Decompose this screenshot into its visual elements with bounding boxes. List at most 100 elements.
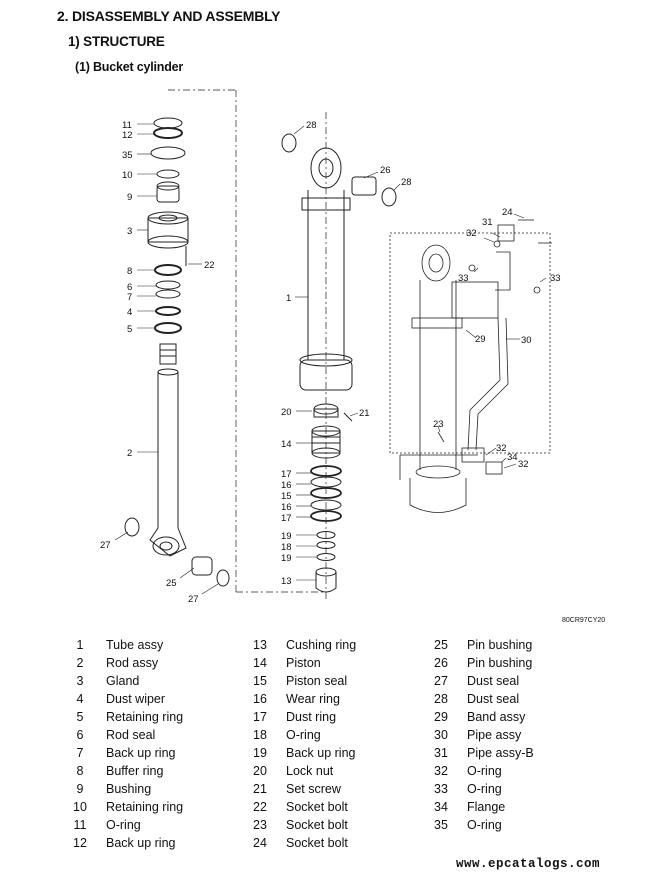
part-number: 26 — [434, 656, 448, 670]
callout: 30 — [521, 335, 532, 346]
part-number: 18 — [253, 728, 267, 742]
bucket-cylinder-exploded-diagram: 11 12 35 10 9 3 22 8 6 7 4 5 2 27 25 27 … — [100, 89, 605, 624]
part-number: 16 — [253, 692, 267, 706]
callout: 25 — [166, 578, 177, 589]
callout-leaders — [114, 123, 547, 595]
callout: 24 — [502, 207, 513, 218]
callout: 33 — [458, 273, 469, 284]
callout: 13 — [281, 576, 292, 587]
callout: 12 — [122, 130, 133, 141]
callout: 19 — [281, 553, 292, 564]
callout: 3 — [127, 226, 132, 237]
part-number: 3 — [76, 674, 84, 688]
part-name: O-ring — [467, 818, 502, 832]
part-number: 23 — [253, 818, 267, 832]
part-number: 35 — [434, 818, 448, 832]
assembly-guide-lines — [168, 89, 327, 600]
part-name: Socket bolt — [286, 800, 348, 814]
callout: 35 — [122, 150, 133, 161]
callout: 33 — [550, 273, 561, 284]
callout: 18 — [281, 542, 292, 553]
callout: 28 — [306, 120, 317, 131]
part-name: Back up ring — [106, 836, 176, 850]
callout: 9 — [127, 192, 132, 203]
callout: 7 — [127, 292, 132, 303]
callout: 20 — [281, 407, 292, 418]
part-name: Wear ring — [286, 692, 340, 706]
part-number: 6 — [76, 728, 84, 742]
part-number: 14 — [253, 656, 267, 670]
part-number: 10 — [73, 800, 87, 814]
part-number: 25 — [434, 638, 448, 652]
part-number: 12 — [73, 836, 87, 850]
gland-assembly — [147, 117, 189, 334]
part-name: Tube assy — [106, 638, 164, 652]
callout: 5 — [127, 324, 132, 335]
callout: 10 — [122, 170, 133, 181]
part-name: Dust ring — [286, 710, 337, 724]
callout: 2 — [127, 448, 132, 459]
part-name: Flange — [467, 800, 506, 814]
part-name: Pin bushing — [467, 656, 533, 670]
part-number: 2 — [76, 656, 84, 670]
part-name: O-ring — [467, 782, 502, 796]
piston-assembly — [310, 403, 353, 593]
part-name: Set screw — [286, 782, 341, 796]
parts-list-row: 18 O-ring — [246, 726, 356, 744]
parts-list-row: 21 Set screw — [246, 780, 356, 798]
callout: 22 — [204, 260, 215, 271]
callout: 26 — [380, 165, 391, 176]
tube-assy — [281, 133, 397, 391]
part-number: 24 — [253, 836, 267, 850]
parts-list-row: 22 Socket bolt — [246, 798, 356, 816]
parts-list-row: 35 O-ring — [427, 816, 534, 834]
part-number: 34 — [434, 800, 448, 814]
callout: 29 — [475, 334, 486, 345]
website-footer: www.epcatalogs.com — [456, 857, 601, 871]
part-name: Piston seal — [286, 674, 348, 688]
part-name: O-ring — [286, 728, 321, 742]
parts-list-row: 34 Flange — [427, 798, 534, 816]
part-number: 30 — [434, 728, 448, 742]
part-number: 33 — [434, 782, 448, 796]
drawing-code: 80CR97CY20 — [562, 617, 605, 624]
callout: 16 — [281, 480, 292, 491]
part-number: 15 — [253, 674, 267, 688]
callout: 8 — [127, 266, 132, 277]
part-number: 32 — [434, 764, 448, 778]
part-name: Bushing — [106, 782, 152, 796]
callout: 31 — [482, 217, 493, 228]
part-name: Band assy — [467, 710, 526, 724]
callout: 32 — [466, 228, 477, 239]
callout: 17 — [281, 513, 292, 524]
part-number: 7 — [76, 746, 84, 760]
callout: 19 — [281, 531, 292, 542]
rod-assy — [124, 343, 230, 587]
part-number: 22 — [253, 800, 267, 814]
part-name: Gland — [106, 674, 140, 688]
part-number: 21 — [253, 782, 267, 796]
part-number: 4 — [76, 692, 84, 706]
part-number: 19 — [253, 746, 267, 760]
callout: 27 — [100, 540, 111, 551]
part-number: 28 — [434, 692, 448, 706]
part-name: Back up ring — [106, 746, 176, 760]
assembled-cylinder-view — [389, 219, 552, 513]
parts-list-row: 3 Gland — [66, 672, 183, 690]
part-name: Cushing ring — [286, 638, 357, 652]
part-name: Socket bolt — [286, 836, 348, 850]
figure-title: (1) Bucket cylinder — [75, 60, 184, 74]
